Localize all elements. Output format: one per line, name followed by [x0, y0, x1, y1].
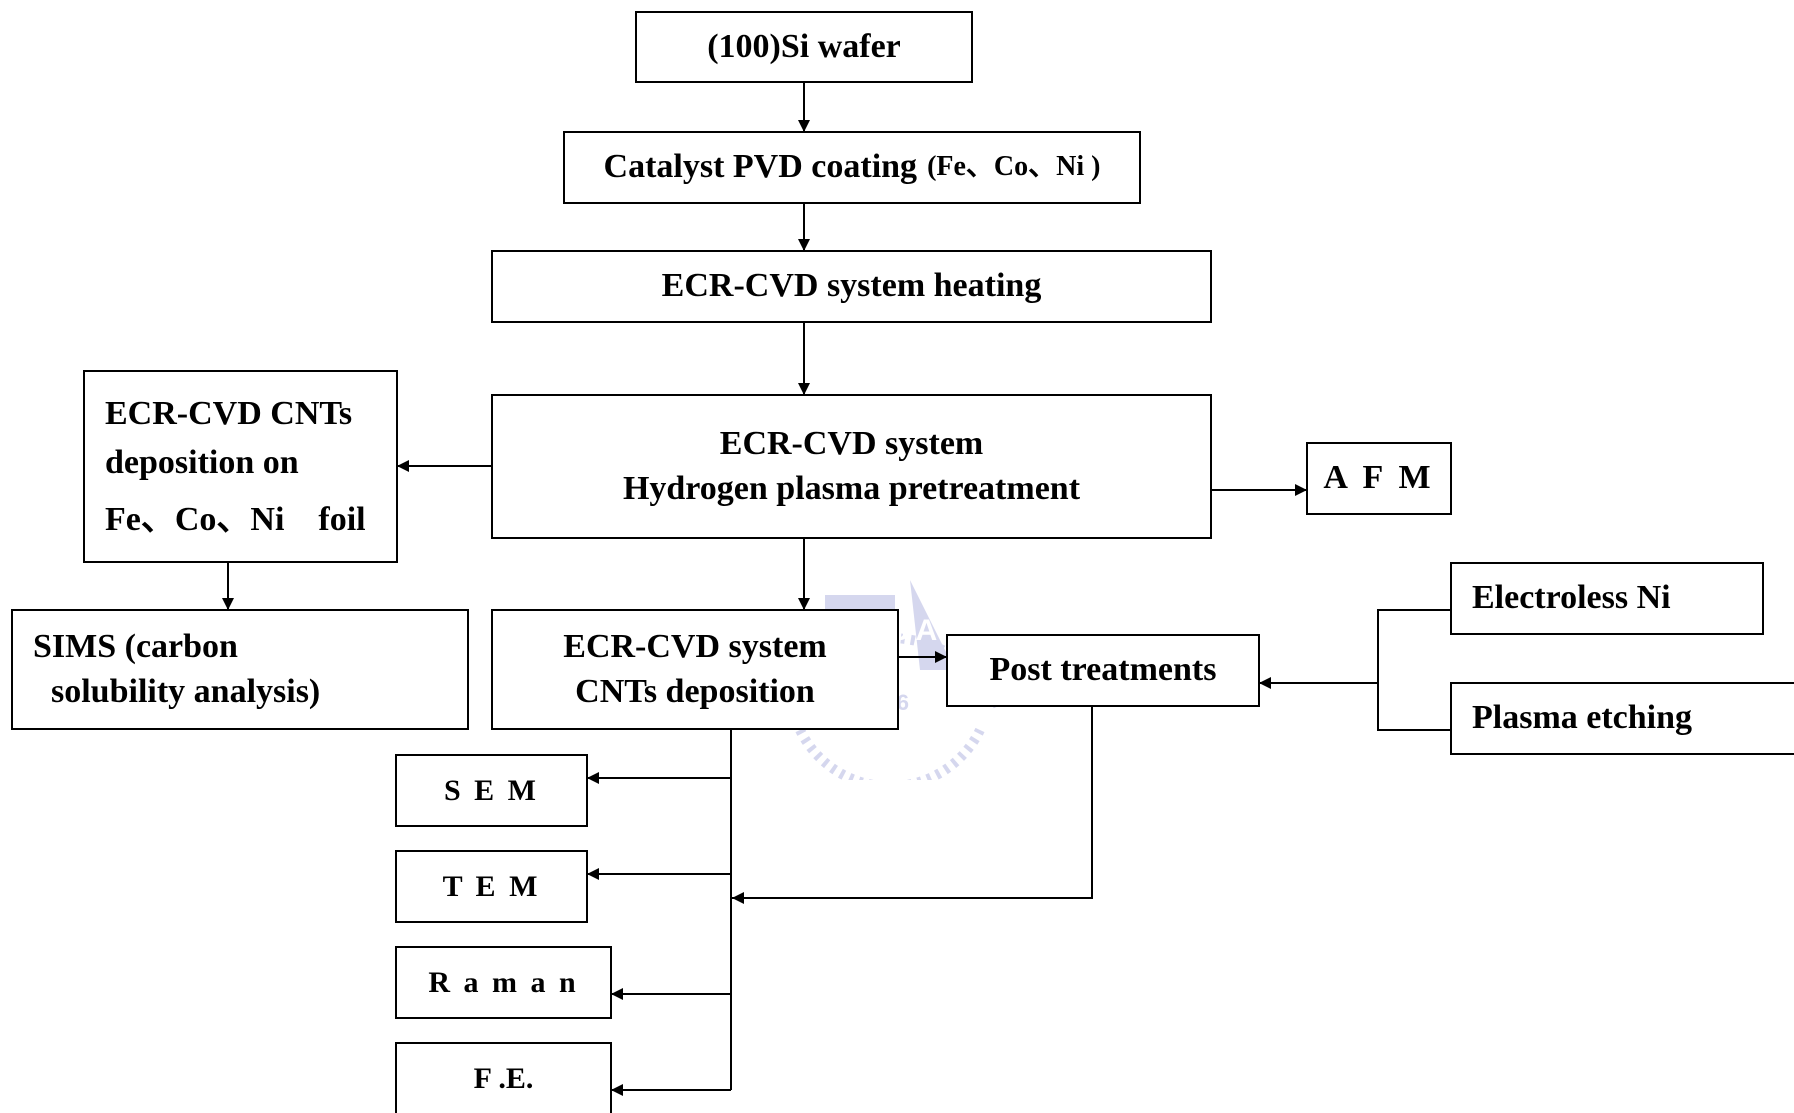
- fe-label: F .E.: [473, 1062, 534, 1095]
- pretreatment-box: ECR-CVD system Hydrogen plasma pretreatm…: [491, 394, 1212, 539]
- foil-line-3: Fe、Co、Ni foil: [105, 501, 366, 539]
- tem-label: T E M: [442, 870, 541, 903]
- electroless-ni-box: Electroless Ni: [1450, 562, 1764, 635]
- heating-label: ECR-CVD system heating: [661, 267, 1042, 305]
- post-treatments-box: Post treatments: [946, 634, 1260, 707]
- foil-deposition-box: ECR-CVD CNTs deposition on Fe、Co、Ni foil: [83, 370, 398, 563]
- si-wafer-label: (100)Si wafer: [707, 27, 901, 65]
- sims-line-1: SIMS (carbon: [33, 628, 238, 666]
- pretreatment-line-2: Hydrogen plasma pretreatment: [622, 469, 1081, 507]
- sem-label: S E M: [443, 774, 539, 807]
- pretreatment-line-1: ECR-CVD system: [719, 425, 984, 463]
- afm-label: A F M: [1323, 459, 1435, 497]
- deposition-line-1: ECR-CVD system: [563, 628, 827, 666]
- tem-box: T E M: [395, 850, 588, 923]
- afm-box: A F M: [1306, 442, 1452, 515]
- bracket-post-inputs: [1377, 609, 1450, 731]
- plasma-etching-label: Plasma etching: [1472, 699, 1693, 737]
- catalyst-coating-box: Catalyst PVD coating (Fe、Co、Ni ): [563, 131, 1141, 204]
- post-return-line: [731, 706, 1093, 899]
- electroless-ni-label: Electroless Ni: [1472, 579, 1671, 617]
- raman-label: R a m a n: [428, 966, 579, 999]
- si-wafer-box: (100)Si wafer: [635, 11, 973, 83]
- heating-box: ECR-CVD system heating: [491, 250, 1212, 323]
- raman-box: R a m a n: [395, 946, 612, 1019]
- fe-box: F .E.: [395, 1042, 612, 1113]
- plasma-etching-box: Plasma etching: [1450, 682, 1794, 755]
- cnt-deposition-box: ECR-CVD system CNTs deposition: [491, 609, 899, 730]
- catalyst-metals-label: (Fe、Co、Ni ): [927, 151, 1101, 183]
- post-treatments-label: Post treatments: [989, 651, 1217, 689]
- foil-line-1: ECR-CVD CNTs: [105, 394, 353, 432]
- foil-line-2: deposition on: [105, 443, 299, 481]
- sims-box: SIMS (carbon solubility analysis): [11, 609, 469, 730]
- sem-box: S E M: [395, 754, 588, 827]
- deposition-line-2: CNTs deposition: [575, 672, 815, 710]
- catalyst-label: Catalyst PVD coating: [603, 148, 918, 186]
- sims-line-2: solubility analysis): [51, 672, 321, 710]
